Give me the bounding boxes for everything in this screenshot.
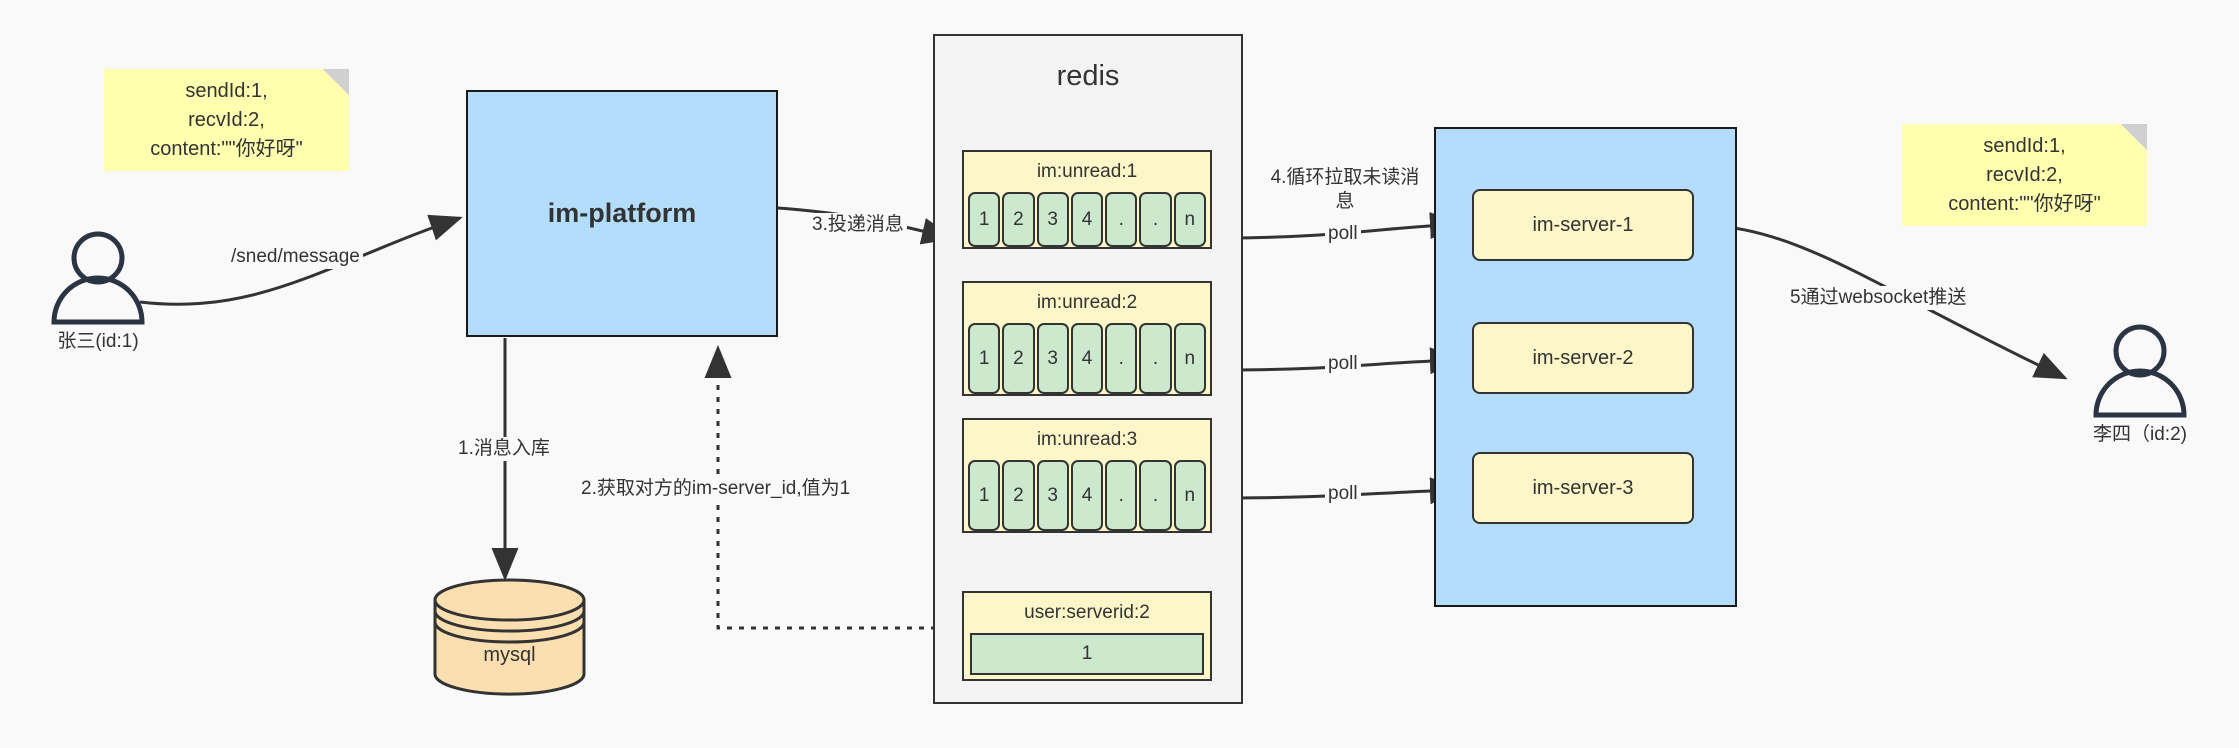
redis-cell: 1 xyxy=(968,192,1001,247)
sticky-note-left-text: sendId:1, recvId:2, content:""你好呀" xyxy=(150,79,303,160)
redis-cell: 2 xyxy=(1002,323,1035,394)
database-cylinder-icon xyxy=(433,578,586,696)
redis-cell: 3 xyxy=(1036,323,1069,394)
redis-cell: . xyxy=(1105,323,1138,394)
actor-sender-label: 张三(id:1) xyxy=(57,331,139,352)
im-platform-box[interactable]: im-platform xyxy=(466,90,778,337)
im-server-1-box[interactable]: im-server-1 xyxy=(1472,189,1694,261)
edge-label-poll-3: poll xyxy=(1325,482,1361,506)
redis-cell-row: 1 2 3 4 . . n xyxy=(964,323,1210,398)
redis-cell: . xyxy=(1139,323,1172,394)
note-fold-icon xyxy=(323,69,349,95)
edge-label-step5: 5通过websocket推送 xyxy=(1787,286,1970,310)
im-server-2-label: im-server-2 xyxy=(1532,346,1634,369)
redis-cell: 1 xyxy=(968,323,1001,394)
actor-sender: 张三(id:1) xyxy=(38,230,158,360)
im-server-2-box[interactable]: im-server-2 xyxy=(1472,322,1694,394)
edge-label-step4: 4.循环拉取未读消 息 xyxy=(1262,166,1428,214)
redis-key-im-unread-3[interactable]: im:unread:3 1 2 3 4 . . n xyxy=(962,418,1212,533)
redis-key-name: im:unread:1 xyxy=(1036,161,1138,182)
redis-cell: 3 xyxy=(1036,192,1069,247)
im-server-3-label: im-server-3 xyxy=(1532,476,1634,499)
im-platform-label: im-platform xyxy=(547,198,697,228)
redis-key-im-unread-1[interactable]: im:unread:1 1 2 3 4 . . n xyxy=(962,150,1212,249)
edge-label-poll-1: poll xyxy=(1325,222,1361,246)
sticky-note-right-text: sendId:1, recvId:2, content:""你好呀" xyxy=(1948,134,2101,215)
redis-cell: n xyxy=(1173,460,1206,531)
mysql-database[interactable]: mysql xyxy=(432,578,587,696)
redis-key-value: 1 xyxy=(970,633,1204,675)
redis-cell-row: 1 2 3 4 . . n xyxy=(964,460,1210,535)
redis-cell: n xyxy=(1173,192,1206,247)
edge-label-send-message: /sned/message xyxy=(228,245,363,269)
redis-key-im-unread-2[interactable]: im:unread:2 1 2 3 4 . . n xyxy=(962,281,1212,396)
redis-key-user-serverid[interactable]: user:serverid:2 1 xyxy=(962,591,1212,681)
redis-key-name: im:unread:2 xyxy=(1036,292,1138,313)
im-server-1-label: im-server-1 xyxy=(1532,213,1634,236)
redis-cell: 1 xyxy=(968,460,1001,531)
redis-key-name: user:serverid:2 xyxy=(1024,602,1150,623)
edge-label-poll-2: poll xyxy=(1325,352,1361,376)
redis-cell: 3 xyxy=(1036,460,1069,531)
redis-container: redis im:unread:1 1 2 3 4 . . n im:unrea… xyxy=(933,34,1243,704)
redis-cell: n xyxy=(1173,323,1206,394)
edge-label-step3: 3.投递消息 xyxy=(809,213,907,237)
redis-cell: . xyxy=(1105,192,1138,247)
user-icon xyxy=(51,231,145,325)
im-server-cluster: im-server-1 im-server-2 im-server-3 xyxy=(1434,127,1737,607)
redis-cell: 4 xyxy=(1070,323,1104,394)
redis-cell: 4 xyxy=(1070,192,1104,247)
redis-cell: . xyxy=(1139,192,1172,247)
redis-cell-row: 1 2 3 4 . . n xyxy=(964,192,1210,251)
actor-receiver: 李四（id:2) xyxy=(2080,323,2200,453)
sticky-note-left: sendId:1, recvId:2, content:""你好呀" xyxy=(104,69,349,171)
im-server-3-box[interactable]: im-server-3 xyxy=(1472,452,1694,524)
redis-cell: . xyxy=(1105,460,1138,531)
redis-key-name: im:unread:3 xyxy=(1036,429,1138,450)
actor-receiver-label: 李四（id:2) xyxy=(2093,424,2187,445)
edge-label-step1: 1.消息入库 xyxy=(455,437,553,461)
edge-label-step2: 2.获取对方的im-server_id,值为1 xyxy=(578,477,854,501)
redis-cell: 4 xyxy=(1070,460,1104,531)
redis-cell: . xyxy=(1139,460,1172,531)
redis-cell: 2 xyxy=(1002,460,1035,531)
redis-title: redis xyxy=(1056,60,1120,92)
user-icon xyxy=(2093,324,2187,418)
note-fold-icon xyxy=(2121,124,2147,150)
redis-cell: 2 xyxy=(1002,192,1035,247)
sticky-note-right: sendId:1, recvId:2, content:""你好呀" xyxy=(1902,124,2147,226)
mysql-label: mysql xyxy=(483,644,536,666)
